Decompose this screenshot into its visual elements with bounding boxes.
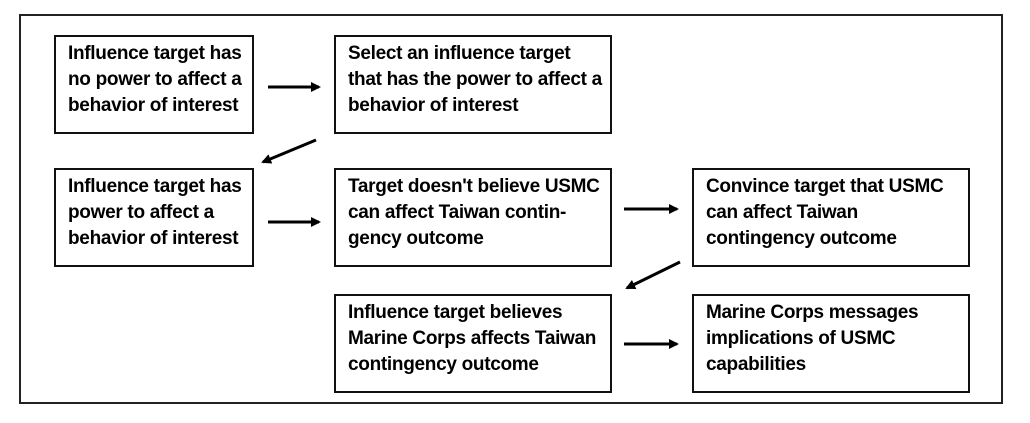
diagram-frame xyxy=(19,14,1003,404)
node-select-target: Select an influence target that has the … xyxy=(334,35,612,134)
node-has-power: Influence target has power to affect a b… xyxy=(54,168,254,267)
node-target-believes: Influence target believes Marine Corps a… xyxy=(334,294,612,393)
node-doesnt-believe: Target doesn't believe USMC can affect T… xyxy=(334,168,612,267)
node-convince-target: Convince target that USMC can affect Tai… xyxy=(692,168,970,267)
node-marine-messages: Marine Corps messages implications of US… xyxy=(692,294,970,393)
node-no-power: Influence target has no power to affect … xyxy=(54,35,254,134)
